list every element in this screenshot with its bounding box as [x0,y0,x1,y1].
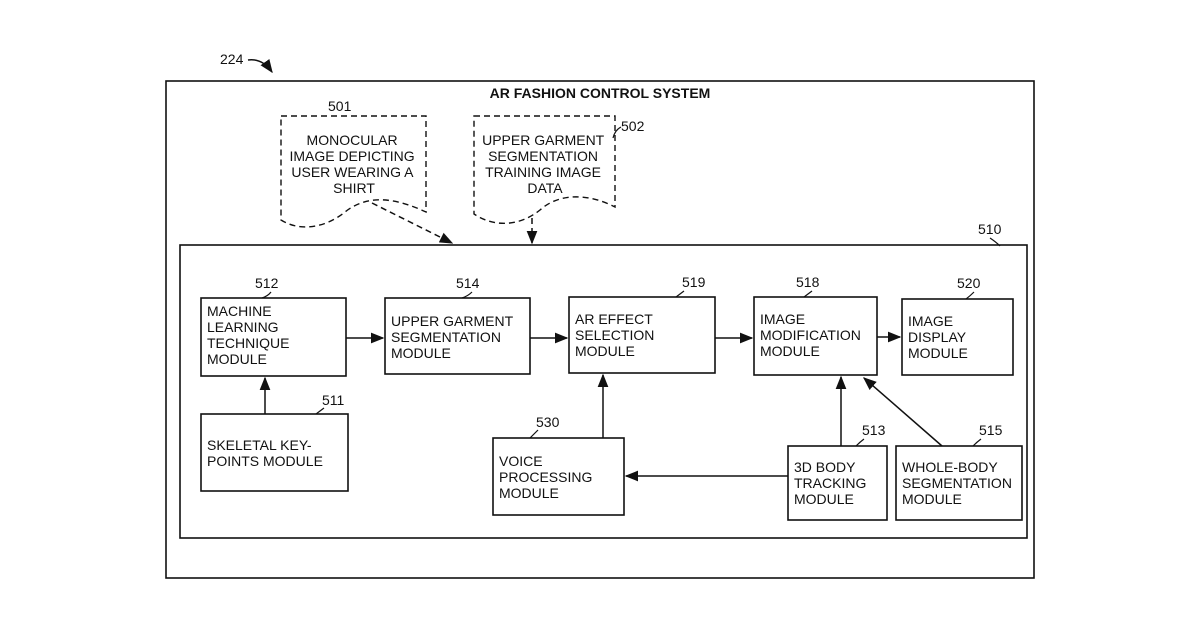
module-515: 515 WHOLE-BODY SEGMENTATION MODULE [896,422,1022,520]
module-512-ref: 512 [255,275,279,291]
module-518-line: IMAGE [760,311,805,327]
module-519-line: MODULE [575,343,635,359]
module-513: 513 3D BODY TRACKING MODULE [788,422,887,520]
module-530-line: MODULE [499,485,559,501]
module-514: 514 UPPER GARMENT SEGMENTATION MODULE [385,275,530,374]
module-515-line: MODULE [902,491,962,507]
system-title: AR FASHION CONTROL SYSTEM [490,85,711,101]
module-518-line: MODULE [760,343,820,359]
connector-501-to-inner [372,203,452,243]
ref-leader-519 [676,291,684,297]
document-501-line: MONOCULAR [307,132,398,148]
ref-leader-512 [262,292,271,298]
module-511-line: POINTS MODULE [207,453,323,469]
document-501-line: IMAGE DEPICTING [289,148,414,164]
module-513-line: 3D BODY [794,459,856,475]
module-512-line: LEARNING [207,319,279,335]
module-519-line: SELECTION [575,327,654,343]
module-515-ref: 515 [979,422,1003,438]
document-502-line: TRAINING IMAGE [485,164,601,180]
module-513-ref: 513 [862,422,886,438]
module-519: 519 AR EFFECT SELECTION MODULE [569,274,715,373]
module-512: 512 MACHINE LEARNING TECHNIQUE MODULE [201,275,346,376]
module-514-line: UPPER GARMENT [391,313,514,329]
ref-leader-513 [856,439,864,446]
module-519-ref: 519 [682,274,706,290]
document-501-line: USER WEARING A [291,164,414,180]
ref-leader-511 [316,408,324,414]
module-513-line: MODULE [794,491,854,507]
module-530-ref: 530 [536,414,560,430]
module-513-line: TRACKING [794,475,866,491]
document-501-line: SHIRT [333,180,375,196]
module-520-line: MODULE [908,345,968,361]
module-519-line: AR EFFECT [575,311,653,327]
module-514-line: SEGMENTATION [391,329,501,345]
document-501-ref: 501 [328,98,352,114]
document-502-ref: 502 [621,118,645,134]
ref-leader-520 [966,292,974,299]
module-514-ref: 514 [456,275,480,291]
figure-ref-arrow [248,60,272,72]
document-501: 501 MONOCULAR IMAGE DEPICTING USER WEARI… [281,98,426,227]
document-502-line: UPPER GARMENT [482,132,605,148]
module-530: 530 VOICE PROCESSING MODULE [493,414,624,515]
module-512-line: MACHINE [207,303,272,319]
module-511: 511 SKELETAL KEY- POINTS MODULE [201,392,348,491]
inner-frame-ref: 510 [978,221,1002,237]
module-512-line: MODULE [207,351,267,367]
ref-leader-514 [462,292,472,298]
document-502-line: DATA [527,180,563,196]
ref-leader-518 [804,291,812,297]
module-520-ref: 520 [957,275,981,291]
module-530-line: VOICE [499,453,543,469]
module-518: 518 IMAGE MODIFICATION MODULE [754,274,877,375]
module-518-ref: 518 [796,274,820,290]
module-512-line: TECHNIQUE [207,335,289,351]
document-502: 502 UPPER GARMENT SEGMENTATION TRAINING … [474,116,645,223]
module-520: 520 IMAGE DISPLAY MODULE [902,275,1013,375]
module-514-line: MODULE [391,345,451,361]
ref-leader-515 [973,439,981,446]
module-515-line: SEGMENTATION [902,475,1012,491]
module-520-line: DISPLAY [908,329,967,345]
module-511-label: SKELETAL KEY- POINTS MODULE [207,437,323,469]
ref-leader-530 [530,430,538,438]
document-502-line: SEGMENTATION [488,148,598,164]
module-520-line: IMAGE [908,313,953,329]
figure-ref-label: 224 [220,51,244,67]
module-515-line: WHOLE-BODY [902,459,998,475]
module-511-line: SKELETAL KEY- [207,437,312,453]
module-530-line: PROCESSING [499,469,592,485]
module-518-line: MODIFICATION [760,327,861,343]
module-511-ref: 511 [322,392,345,408]
